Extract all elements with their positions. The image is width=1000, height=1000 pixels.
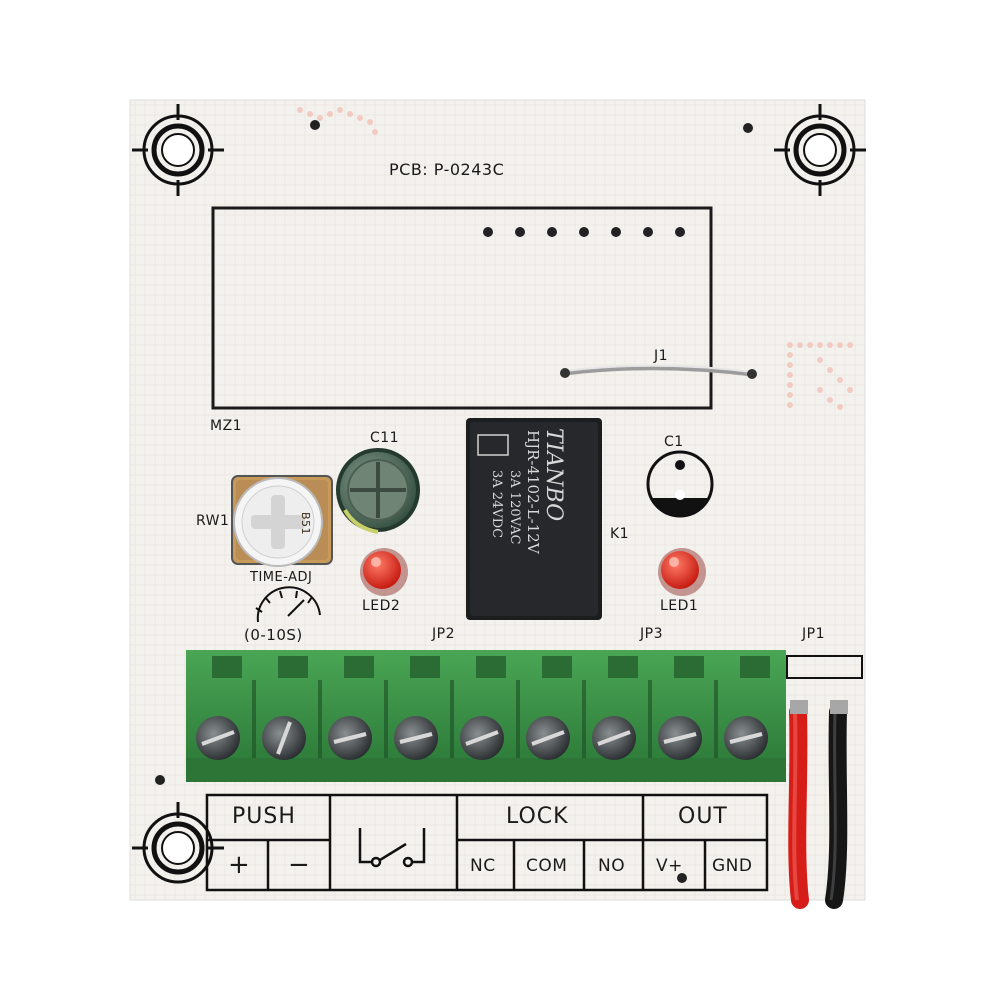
relay-ref-label: K1 <box>610 526 630 542</box>
led2 <box>360 548 408 596</box>
cap1-label: C11 <box>370 430 400 446</box>
copper-traces <box>297 107 853 410</box>
legend-lock: LOCK <box>506 804 569 829</box>
relay-rating-ac: 3A 120VAC <box>507 470 522 545</box>
time-range-label: (0-10S) <box>244 626 303 644</box>
terminal-legend-grid <box>205 793 769 892</box>
time-adj-label: TIME-ADJ <box>250 570 313 585</box>
relay-model: HJR-4102-L-12V <box>524 430 542 554</box>
jp1-connector-outline <box>786 655 863 679</box>
relay-rating-dc: 3A 24VDC <box>489 470 504 539</box>
jp1-label: JP1 <box>802 626 825 642</box>
led1-label: LED1 <box>660 598 699 614</box>
legend-minus: − <box>288 850 311 880</box>
module-outline <box>211 206 713 410</box>
led2-label: LED2 <box>362 598 401 614</box>
led1 <box>658 548 706 596</box>
jumper-wire <box>560 364 757 379</box>
pot-body-text: B51 <box>299 512 312 536</box>
cap2-label: C1 <box>664 434 684 450</box>
module-label: MZ1 <box>210 418 243 434</box>
pot-label: RW1 <box>196 513 230 529</box>
terminal-screws <box>196 716 768 760</box>
capacitor-c11 <box>336 448 420 534</box>
mounting-hole-top-right <box>774 104 866 196</box>
legend-com: COM <box>526 856 568 876</box>
legend-out: OUT <box>678 804 728 829</box>
legend-nc: NC <box>470 856 496 876</box>
legend-gnd: GND <box>712 856 753 876</box>
legend-plus: + <box>228 850 251 880</box>
push-switch-icon <box>358 828 426 868</box>
capacitor-c1-footprint <box>646 450 714 518</box>
mounting-hole-bottom-left <box>132 802 224 884</box>
relay-brand: TIANBO <box>541 428 566 522</box>
jp2-label: JP2 <box>432 626 455 642</box>
legend-no: NO <box>598 856 626 876</box>
legend-vplus: V+ <box>656 856 683 876</box>
power-wires <box>788 700 848 909</box>
trimmer-potentiometer <box>231 475 333 567</box>
legend-push: PUSH <box>232 804 296 829</box>
vias <box>155 120 753 883</box>
pcb-label: PCB: P-0243C <box>389 160 505 179</box>
time-adjust-dial-icon <box>255 586 321 623</box>
jp3-label: JP3 <box>640 626 663 642</box>
jumper-label: J1 <box>654 348 669 364</box>
mounting-hole-top-left <box>132 104 224 196</box>
relay-k1 <box>466 418 602 620</box>
